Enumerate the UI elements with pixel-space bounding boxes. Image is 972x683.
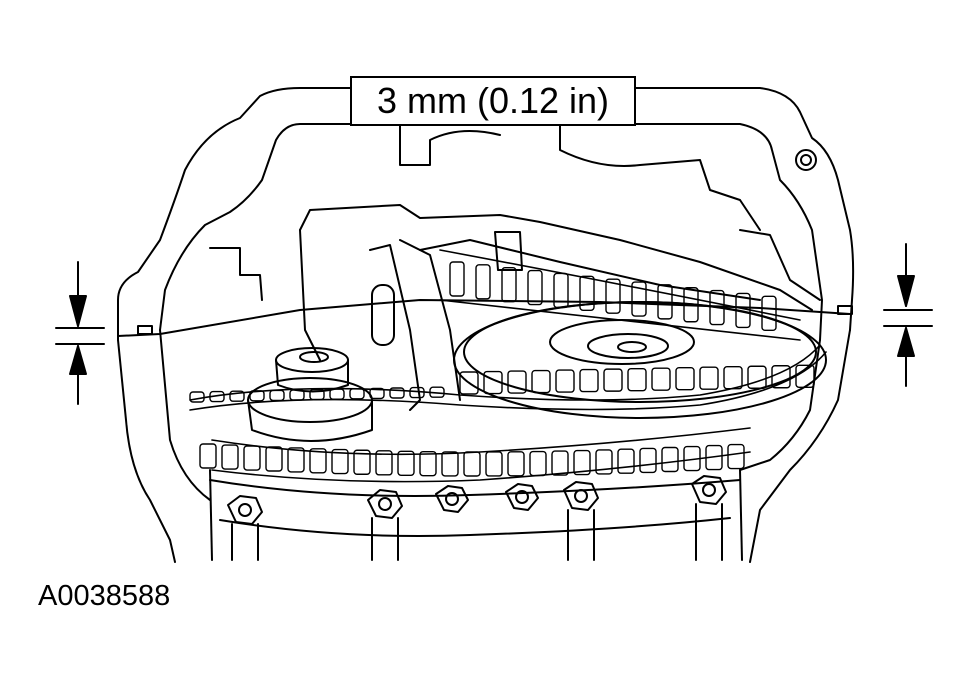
chain-link	[605, 278, 621, 314]
chain-link	[631, 281, 647, 317]
chain-link	[579, 368, 599, 393]
chain-link	[675, 366, 695, 391]
chain-link	[771, 365, 791, 389]
chain-link	[459, 371, 479, 395]
chain-link	[501, 267, 517, 303]
timing-chain	[189, 249, 827, 483]
chain-link	[229, 390, 245, 402]
chain-link	[369, 387, 385, 400]
chain-link	[531, 369, 551, 394]
chain-link	[209, 390, 225, 403]
chain-link	[349, 388, 365, 400]
chain-link	[409, 386, 425, 399]
chain-link	[699, 366, 719, 390]
chain-link	[595, 449, 613, 475]
chain-link	[683, 445, 701, 472]
bolt	[367, 489, 403, 561]
chain-link	[747, 365, 767, 389]
chain-link	[661, 446, 679, 473]
dimension-arrows-left	[55, 261, 105, 405]
chain-link	[555, 369, 575, 393]
chain-link	[551, 450, 569, 476]
chain-link	[269, 389, 285, 402]
bolt	[505, 483, 539, 511]
dimension-arrows-right	[883, 243, 933, 387]
chain-link	[449, 261, 465, 297]
chain-link	[527, 269, 543, 306]
bolt	[563, 481, 599, 561]
chain-link	[389, 387, 405, 399]
chain-link	[243, 445, 261, 471]
chain-link	[705, 444, 723, 471]
figure-id: A0038588	[38, 580, 171, 612]
chain-link	[419, 450, 437, 477]
chain-link	[579, 275, 595, 311]
chain-link	[483, 370, 503, 395]
chain-link	[397, 450, 415, 477]
chain-link	[329, 388, 345, 400]
chain-link	[553, 272, 569, 309]
chain-link	[429, 386, 445, 398]
mounting-bolts	[227, 475, 727, 561]
camshaft-sprocket	[453, 301, 827, 419]
chain-link	[309, 388, 325, 401]
oil-pump-housing	[209, 204, 813, 561]
dimension-callout: 3 mm (0.12 in)	[350, 76, 636, 126]
chain-link	[709, 289, 725, 326]
chain-link	[735, 292, 751, 329]
chain-link	[723, 366, 743, 390]
bolt	[227, 495, 263, 561]
chain-link	[727, 443, 745, 470]
chain-link	[463, 451, 481, 477]
chain-link	[353, 449, 371, 475]
chain-link	[221, 444, 239, 470]
chain-link	[573, 449, 591, 476]
chain-link	[603, 368, 623, 392]
chain-link	[375, 450, 393, 476]
chain-link	[475, 264, 491, 300]
chain-link	[651, 367, 671, 391]
chain-link	[507, 370, 527, 394]
chain-link	[249, 390, 265, 402]
chain-link	[529, 450, 547, 477]
chain-link	[617, 448, 635, 474]
chain-link	[485, 451, 503, 477]
chain-link	[289, 389, 305, 401]
bolt	[435, 485, 469, 513]
chain-link	[683, 287, 699, 323]
chain-link	[189, 391, 205, 403]
chain-link	[657, 284, 673, 320]
chain-link	[761, 295, 777, 332]
chain-link	[639, 447, 657, 474]
chain-link	[507, 451, 525, 477]
bolt	[691, 475, 727, 561]
chain-link	[309, 448, 327, 474]
chain-link	[265, 446, 283, 472]
engine-block-outline	[117, 87, 855, 563]
chain-link	[331, 448, 349, 475]
chain-link	[627, 367, 647, 392]
chain-link	[441, 451, 459, 477]
chain-link	[287, 447, 305, 473]
chain-link	[199, 443, 217, 469]
chain-link	[795, 364, 815, 388]
chain-link-set	[189, 261, 815, 477]
chain-guides	[369, 231, 761, 411]
